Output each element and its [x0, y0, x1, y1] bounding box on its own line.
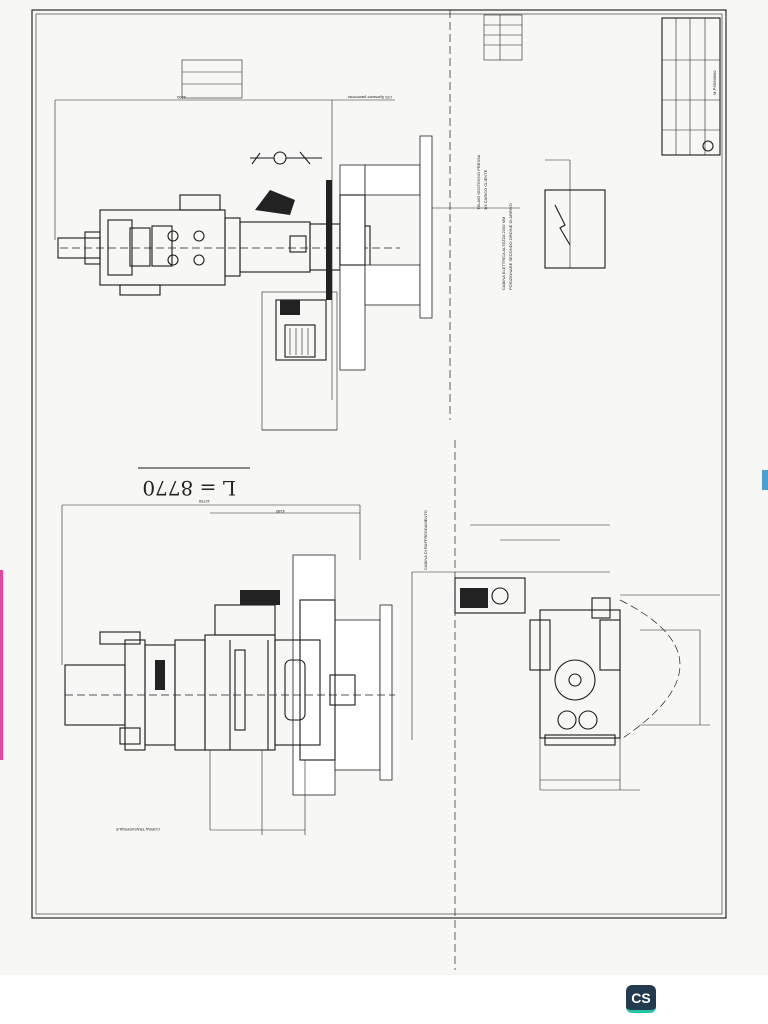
- title-block: M-PS5998/00: [661, 17, 721, 156]
- cooling-cabinet-label: CABINA DI RAFFREDDAMENTO: [423, 510, 428, 570]
- travel-label: CORSA TRASVERSALE: [116, 827, 160, 832]
- top-view-drawing: 4200 C/S Spessore pavimento: [54, 10, 606, 431]
- handwritten-note: L = 8770: [142, 476, 236, 500]
- dimension-label: 4200: [176, 95, 186, 100]
- side-view-drawing: 12750 4180 CORSA TRASVERSALE: [61, 499, 395, 835]
- dimension-label: 4180: [275, 509, 285, 514]
- app-badge-icon: CS: [626, 985, 656, 1013]
- operator-figure: [250, 151, 322, 165]
- frame-label: TELAIO SOSTEGNO PRESSA: [476, 154, 481, 210]
- technical-drawing: M-PS5998/00 4200 C/S Spessore pavimento: [31, 9, 727, 970]
- floor-label: C/S Spessore pavimento: [347, 95, 392, 100]
- revision-box: [483, 14, 523, 61]
- cabinet-label: CABINA ELETTRICA ALTEZZA 2200 MM: [501, 217, 506, 290]
- page-edge-mark: [0, 570, 3, 760]
- front-view-drawing: CABINA DI RAFFREDDAMENTO: [411, 510, 720, 791]
- scanned-page: [0, 0, 768, 975]
- title-block-number: M-PS5998/00: [712, 70, 717, 95]
- dimension-label: 12750: [198, 499, 210, 504]
- load-label: 1/4 CARICO CLIENTE: [483, 169, 488, 210]
- drawing-inner-border: [35, 13, 723, 915]
- position-note: POSIZIONARE SECONDO ORDINE DI ARRIVO: [508, 203, 513, 290]
- drawing-outer-border: [31, 9, 727, 919]
- page-edge-mark-right: [762, 470, 768, 490]
- electrical-cabinet: [544, 189, 606, 269]
